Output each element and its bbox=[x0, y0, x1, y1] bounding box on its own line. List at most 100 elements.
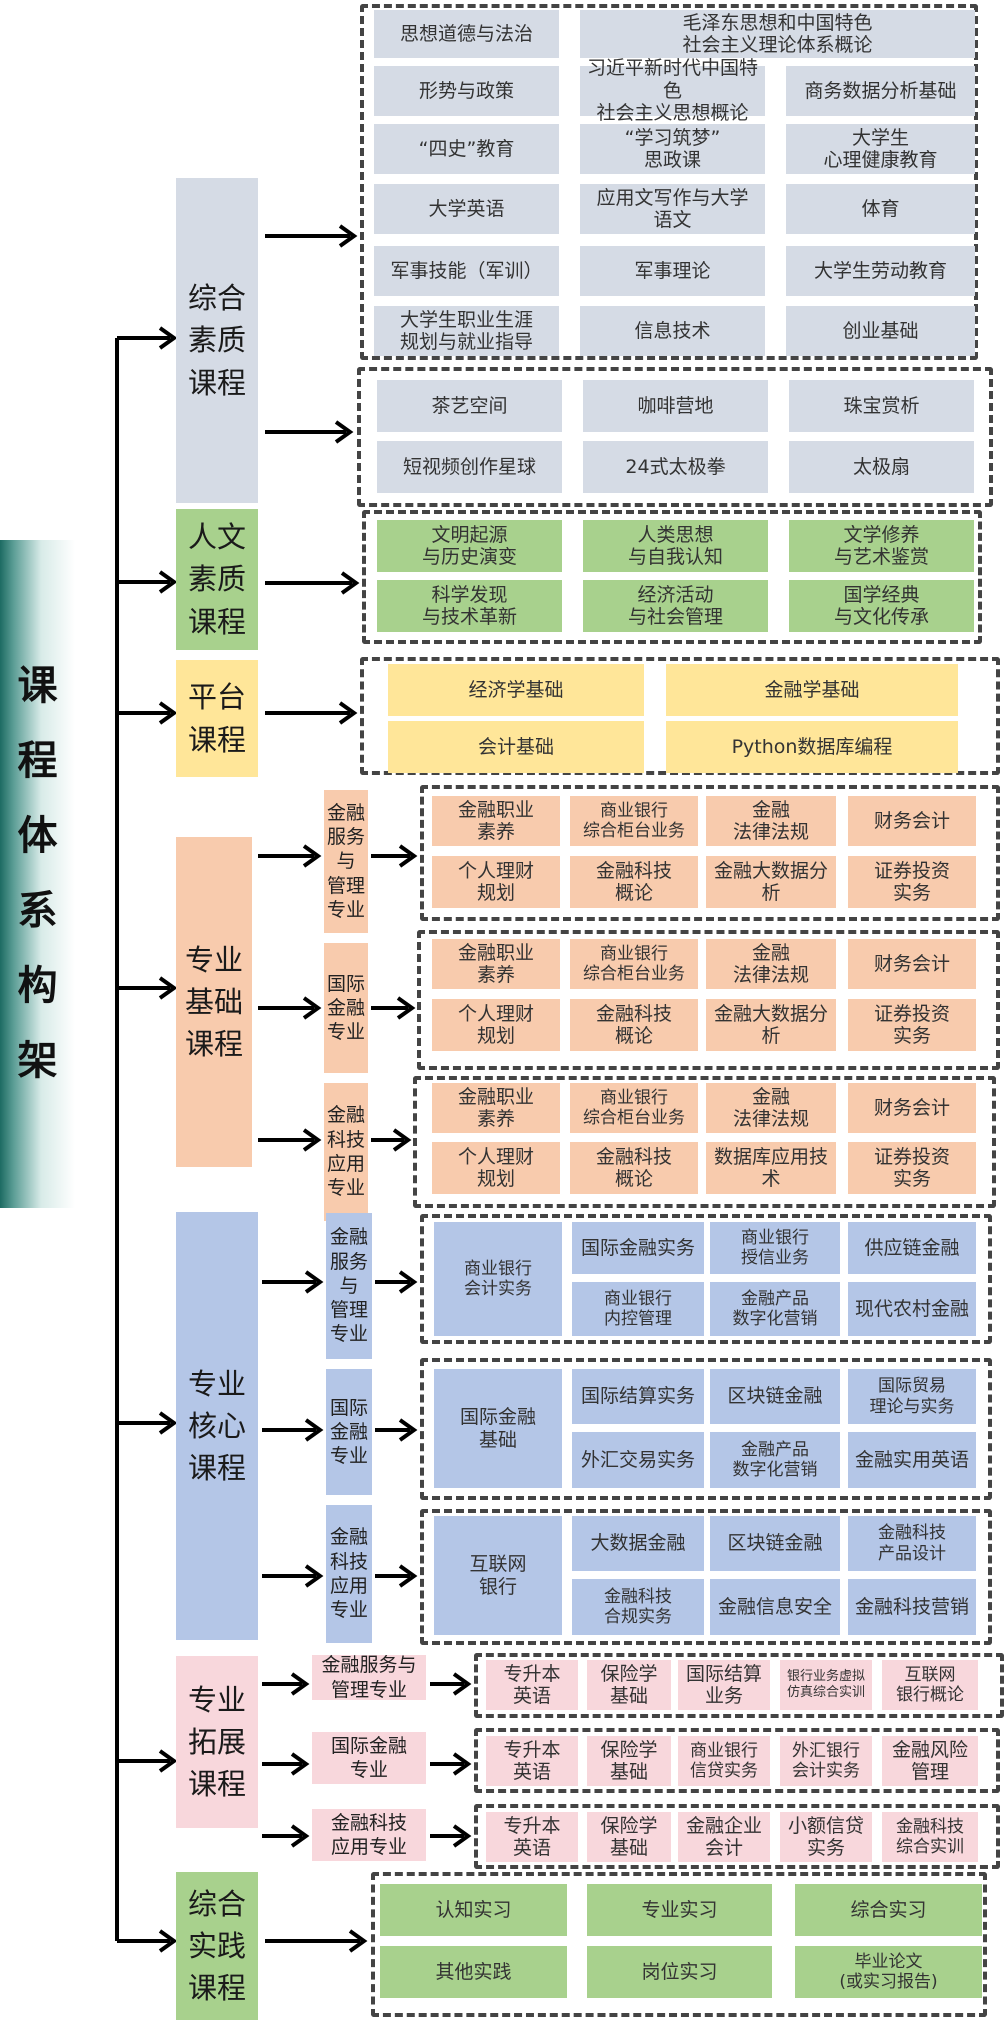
course-box: 专业实习 bbox=[587, 1884, 772, 1936]
course-group bbox=[420, 1509, 992, 1645]
course-box: 保险学 基础 bbox=[587, 1812, 671, 1862]
course-box: 会计基础 bbox=[388, 721, 644, 773]
category-box: 专业 拓展 课程 bbox=[176, 1656, 258, 1828]
course-box: 保险学 基础 bbox=[587, 1660, 671, 1710]
course-box: 财务会计 bbox=[848, 939, 976, 989]
course-box: 金融科技 概论 bbox=[570, 1142, 698, 1194]
diagram-title: 课程体系构架 bbox=[0, 540, 75, 1208]
arrow-head bbox=[302, 1128, 322, 1152]
course-group bbox=[420, 1358, 992, 1500]
arrow-head bbox=[452, 1672, 472, 1696]
course-box: 个人理财 规划 bbox=[432, 856, 560, 908]
course-box: 金融科技 概论 bbox=[570, 999, 698, 1051]
course-box: 外汇交易实务 bbox=[572, 1432, 704, 1488]
course-box: 商业银行 综合柜台业务 bbox=[570, 1083, 698, 1133]
title-char: 课 bbox=[17, 663, 58, 709]
course-box: 国学经典 与文化传承 bbox=[789, 580, 974, 632]
major-box: 金融 服务 与 管理 专业 bbox=[326, 1213, 372, 1359]
course-box: 商业银行 信贷实务 bbox=[678, 1736, 770, 1786]
course-box: 专升本 英语 bbox=[486, 1736, 578, 1786]
category-box: 人文 素质 课程 bbox=[176, 509, 258, 650]
major-box: 国际金融 专业 bbox=[312, 1732, 426, 1784]
arrow-head bbox=[290, 1824, 310, 1848]
course-group bbox=[357, 367, 993, 507]
course-box: 应用文写作与大学 语文 bbox=[580, 184, 765, 234]
arrow-head bbox=[302, 996, 322, 1020]
arrow-head bbox=[158, 1411, 178, 1435]
course-box: 个人理财 规划 bbox=[432, 1142, 560, 1194]
course-box: 习近平新时代中国特色 社会主义思想概论 bbox=[580, 57, 765, 124]
major-box: 金融 服务 与 管理 专业 bbox=[324, 790, 368, 933]
course-box: 大学生 心理健康教育 bbox=[786, 124, 975, 174]
category-box: 综合 实践 课程 bbox=[176, 1872, 258, 2020]
course-box: 军事技能（军训） bbox=[374, 246, 559, 296]
course-box: 综合实习 bbox=[795, 1884, 982, 1936]
course-box: 证券投资 实务 bbox=[848, 999, 976, 1051]
course-box: 国际结算 业务 bbox=[678, 1660, 770, 1710]
course-box: 财务会计 bbox=[848, 796, 976, 846]
course-box: 茶艺空间 bbox=[377, 380, 562, 432]
arrow-head bbox=[290, 1672, 310, 1696]
course-box: 大学生劳动教育 bbox=[786, 246, 975, 296]
course-box: 金融学基础 bbox=[666, 664, 958, 716]
course-box: 金融科技 产品设计 bbox=[848, 1516, 976, 1571]
course-box: 信息技术 bbox=[580, 306, 765, 356]
course-box: 互联网 银行 bbox=[434, 1516, 562, 1635]
course-group bbox=[474, 1804, 1000, 1869]
course-box: 证券投资 实务 bbox=[848, 856, 976, 908]
course-box: 金融风险 管理 bbox=[882, 1736, 978, 1786]
course-box: 商务数据分析基础 bbox=[786, 66, 975, 116]
course-box: 国际贸易 理论与实务 bbox=[848, 1369, 976, 1424]
arrow-head bbox=[396, 996, 416, 1020]
course-box: 金融科技 概论 bbox=[570, 856, 698, 908]
major-box: 金融 科技 应用 专业 bbox=[326, 1505, 372, 1643]
arrow-head bbox=[452, 1824, 472, 1848]
course-box: 个人理财 规划 bbox=[432, 999, 560, 1051]
course-box: 金融大数据分析 bbox=[706, 999, 836, 1051]
course-group bbox=[413, 1076, 996, 1208]
course-box: 经济学基础 bbox=[388, 664, 644, 716]
course-box: 文学修养 与艺术鉴赏 bbox=[789, 520, 974, 572]
course-box: 金融产品 数字化营销 bbox=[710, 1282, 840, 1336]
arrow-head bbox=[398, 1270, 418, 1294]
course-box: 毕业论文 (或实习报告) bbox=[795, 1946, 982, 1998]
course-box: 国际结算实务 bbox=[572, 1369, 704, 1424]
course-box: 认知实习 bbox=[380, 1884, 567, 1936]
course-group bbox=[371, 1872, 987, 2017]
arrow-head bbox=[302, 844, 322, 868]
course-box: 供应链金融 bbox=[848, 1222, 976, 1274]
course-box: 金融 法律法规 bbox=[706, 796, 836, 846]
arrow-head bbox=[158, 701, 178, 725]
course-box: 金融 法律法规 bbox=[706, 939, 836, 989]
arrow-head bbox=[158, 570, 178, 594]
category-box: 专业 核心 课程 bbox=[176, 1212, 258, 1640]
course-box: 太极扇 bbox=[789, 441, 974, 493]
course-group bbox=[360, 657, 1000, 775]
course-box: 国际金融 基础 bbox=[434, 1369, 562, 1488]
course-box: 人类思想 与自我认知 bbox=[583, 520, 768, 572]
arrow-head bbox=[334, 420, 354, 444]
course-box: 商业银行 会计实务 bbox=[434, 1222, 562, 1336]
title-char: 架 bbox=[17, 1038, 58, 1084]
course-box: 金融职业 素养 bbox=[432, 1083, 560, 1133]
arrow-head bbox=[452, 1752, 472, 1776]
title-char: 构 bbox=[17, 963, 58, 1009]
course-box: 大数据金融 bbox=[572, 1516, 704, 1571]
arrow-head bbox=[158, 1929, 178, 1953]
title-char: 程 bbox=[17, 738, 58, 784]
major-box: 金融服务与 管理专业 bbox=[312, 1654, 426, 1701]
course-box: 金融实用英语 bbox=[848, 1432, 976, 1488]
course-group bbox=[420, 1214, 992, 1344]
course-box: 金融大数据分析 bbox=[706, 856, 836, 908]
course-box: 商业银行 综合柜台业务 bbox=[570, 939, 698, 989]
course-box: 咖啡营地 bbox=[583, 380, 768, 432]
course-box: 财务会计 bbox=[848, 1083, 976, 1133]
course-box: Python数据库编程 bbox=[666, 721, 958, 773]
arrow-head bbox=[392, 1128, 412, 1152]
course-box: 现代农村金融 bbox=[848, 1282, 976, 1336]
course-box: “学习筑梦” 思政课 bbox=[580, 124, 765, 174]
course-box: 小额信贷 实务 bbox=[780, 1812, 872, 1862]
arrow-head bbox=[398, 1418, 418, 1442]
course-box: 24式太极拳 bbox=[583, 441, 768, 493]
